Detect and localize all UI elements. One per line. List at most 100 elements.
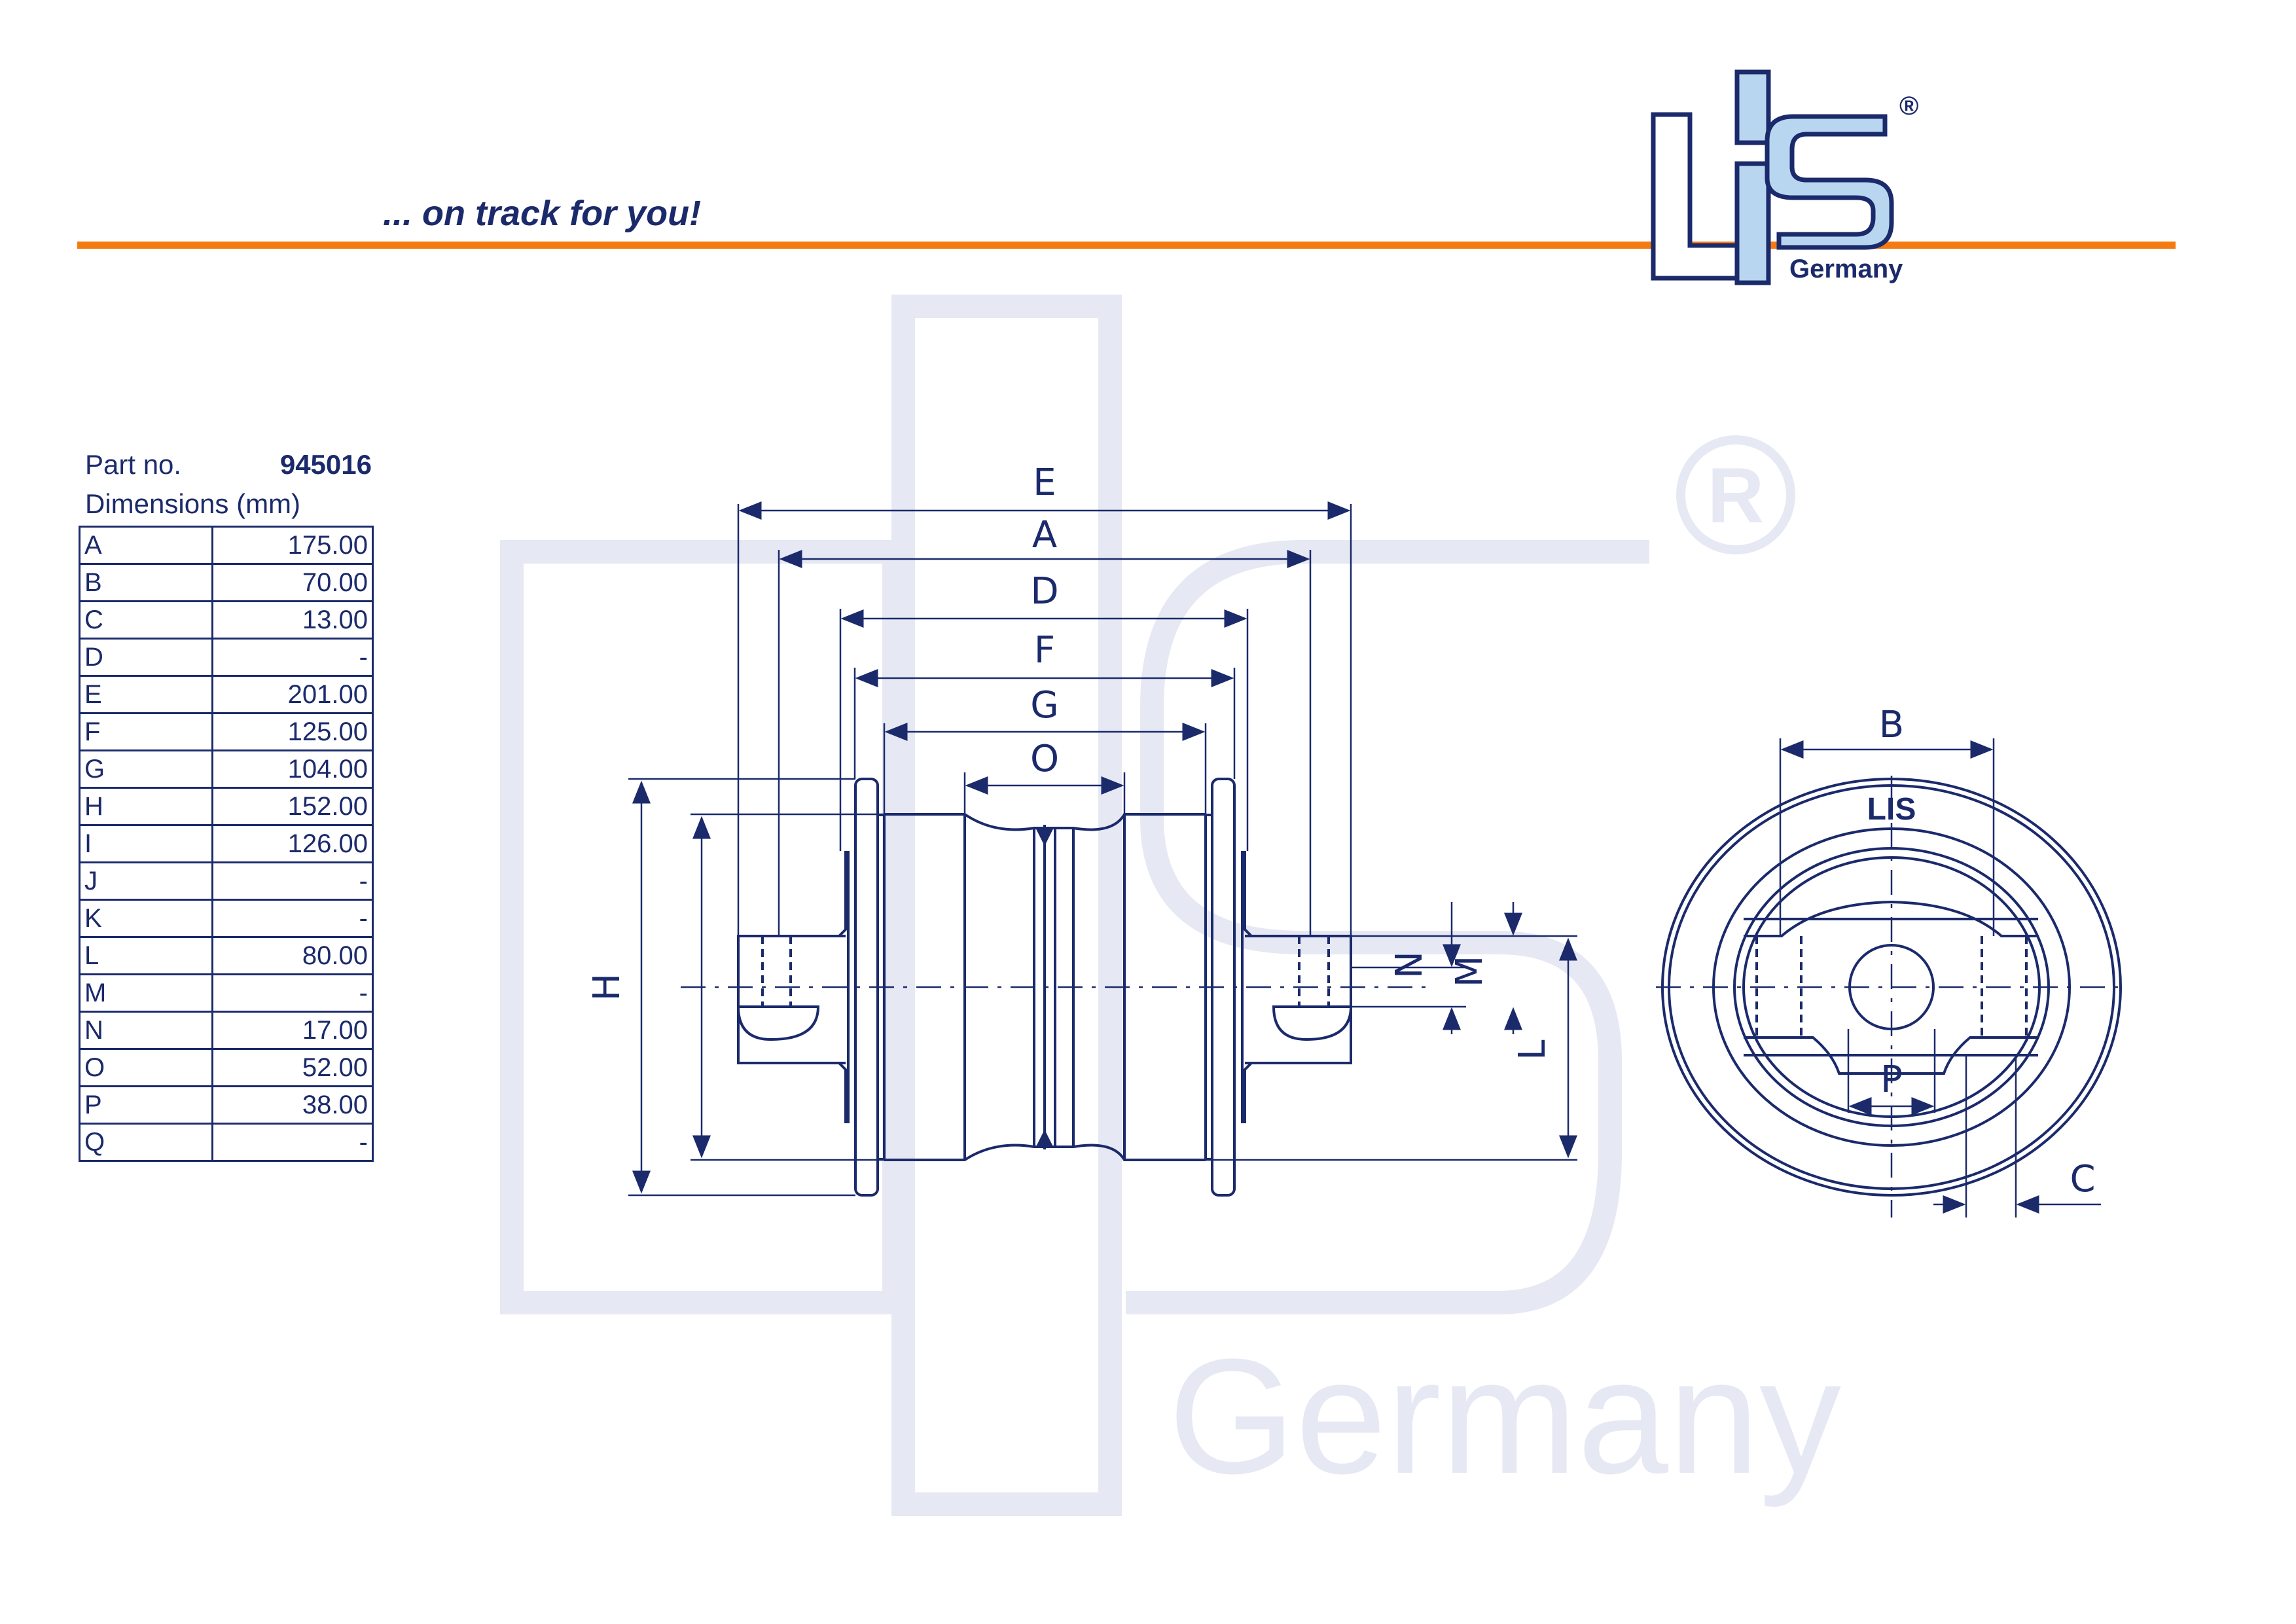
roller-weld-bottom xyxy=(1035,1129,1054,1147)
dimension-value: 125.00 xyxy=(211,712,374,751)
watermark-registered-circle xyxy=(1676,435,1795,554)
dimension-value: 52.00 xyxy=(211,1048,374,1087)
label-m: M xyxy=(1448,956,1491,987)
logo-i-dot-icon xyxy=(1734,69,1771,145)
label-d: D xyxy=(1030,570,1058,613)
dimension-key: H xyxy=(79,787,213,826)
dimension-key: B xyxy=(79,563,213,602)
dimension-key: N xyxy=(79,1011,213,1050)
left-hub xyxy=(838,851,847,1123)
watermark-registered-letter: R xyxy=(1708,452,1765,539)
side-view xyxy=(681,778,1433,1197)
dimension-key: F xyxy=(79,712,213,751)
label-e: E xyxy=(1033,461,1056,504)
front-dimensions xyxy=(1779,738,2101,1218)
dimension-value: 70.00 xyxy=(211,563,374,602)
dimension-key: M xyxy=(79,973,213,1013)
dimension-key: C xyxy=(79,600,213,640)
dimension-value: 17.00 xyxy=(211,1011,374,1050)
dimension-key: E xyxy=(79,675,213,714)
dimension-key: G xyxy=(79,749,213,789)
dimension-value: 80.00 xyxy=(211,936,374,975)
label-g: G xyxy=(1030,684,1058,727)
table-row: J- xyxy=(79,861,374,901)
label-b: B xyxy=(1879,704,1904,746)
front-view xyxy=(1656,776,2127,1218)
left-shaft-notch xyxy=(736,1005,820,1041)
dimension-value: - xyxy=(211,1123,374,1162)
dimension-key: K xyxy=(79,899,213,938)
dimension-key: P xyxy=(79,1085,213,1125)
side-dimensions xyxy=(628,501,1577,1197)
table-row: D- xyxy=(79,638,374,677)
dimension-value: 175.00 xyxy=(211,526,374,565)
dimension-key: Q xyxy=(79,1123,213,1162)
shaft-bore xyxy=(1848,944,1935,1030)
logo-s-icon xyxy=(1765,114,1894,250)
label-p: P xyxy=(1880,1058,1903,1101)
label-o: O xyxy=(1030,738,1059,780)
roller-badge: LIS xyxy=(1867,792,1916,827)
label-c: C xyxy=(2070,1158,2095,1200)
tread-ring-3 xyxy=(1742,856,2041,1118)
part-no-label: Part no. xyxy=(85,449,182,480)
dimension-value: 38.00 xyxy=(211,1085,374,1125)
dimension-value: 13.00 xyxy=(211,600,374,640)
logo-registered-icon: ® xyxy=(1899,92,1918,120)
dimension-key: J xyxy=(79,861,213,901)
label-l: L xyxy=(1511,1039,1554,1060)
dimension-value: 126.00 xyxy=(211,824,374,863)
logo-i-stem-icon xyxy=(1734,161,1771,285)
watermark-germany: Germany xyxy=(1168,1325,1841,1507)
dimension-value: - xyxy=(211,638,374,677)
dimension-value: - xyxy=(211,861,374,901)
roller-weld-top xyxy=(1035,829,1054,846)
outer-flange-ring xyxy=(1661,778,2122,1197)
tagline: ... on track for you! xyxy=(383,194,702,233)
dimension-value: 152.00 xyxy=(211,787,374,826)
dimension-key: O xyxy=(79,1048,213,1087)
dimension-key: I xyxy=(79,824,213,863)
watermark-i-stem xyxy=(891,295,1122,1516)
label-a: A xyxy=(1032,514,1057,556)
dimension-key: A xyxy=(79,526,213,565)
dimension-key: D xyxy=(79,638,213,677)
label-n: N xyxy=(1388,951,1431,979)
table-row: Q- xyxy=(79,1123,374,1162)
label-h: H xyxy=(586,973,628,1001)
shaft-block xyxy=(1744,900,2038,1075)
dimension-value: 104.00 xyxy=(211,749,374,789)
right-shaft-notch xyxy=(1272,1005,1353,1041)
header-rule xyxy=(77,242,2176,249)
side-dimension-labels: E A D F G O H N M L xyxy=(586,461,1554,1060)
tread-ring xyxy=(1712,827,2071,1147)
dimension-value: - xyxy=(211,973,374,1013)
part-no-value: 945016 xyxy=(279,449,372,480)
outer-flange-ring-2 xyxy=(1668,784,2115,1190)
dimensions-label: Dimensions (mm) xyxy=(85,488,301,519)
dimension-value: - xyxy=(211,899,374,938)
dimension-key: L xyxy=(79,936,213,975)
label-f: F xyxy=(1034,629,1055,672)
right-hub xyxy=(1244,851,1253,1123)
dimension-value: 201.00 xyxy=(211,675,374,714)
front-dimension-labels: B P C xyxy=(1879,704,2096,1200)
logo-germany-text: Germany xyxy=(1789,255,1903,283)
tread-ring-2 xyxy=(1733,847,2050,1127)
table-row: K- xyxy=(79,899,374,938)
table-row: M- xyxy=(79,973,374,1013)
